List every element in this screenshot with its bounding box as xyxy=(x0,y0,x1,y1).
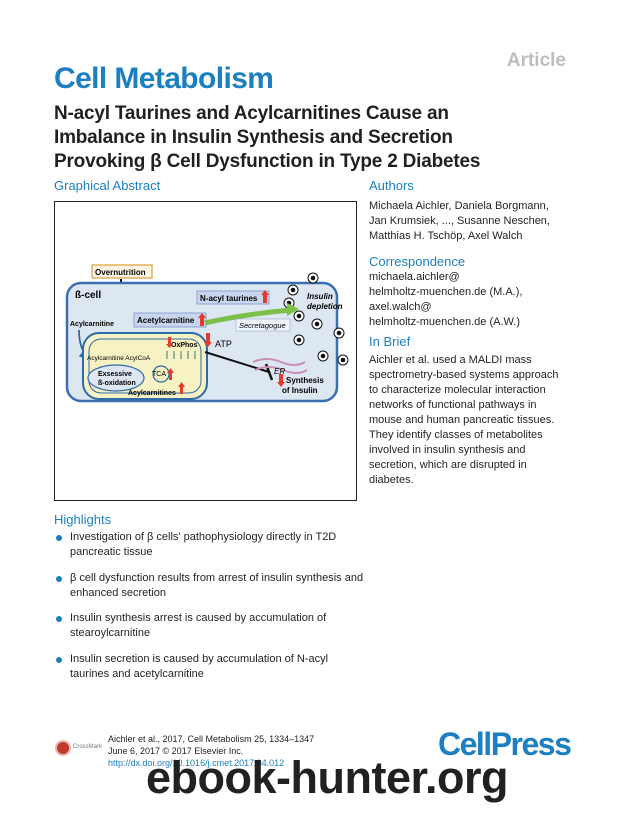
correspondence-line[interactable]: helmholtz-muenchen.de (A.W.) xyxy=(369,316,521,328)
exsessive-label-1: Exsessive xyxy=(98,371,132,378)
in-brief-heading: In Brief xyxy=(369,334,411,349)
down-arrow-icon xyxy=(277,374,285,387)
er-membrane xyxy=(252,358,306,366)
up-arrow-icon xyxy=(198,313,206,326)
correspondence-heading: Correspondence xyxy=(369,254,466,269)
synthesis-label-1: Synthesis xyxy=(286,376,324,385)
bullet-icon xyxy=(56,575,62,582)
in-brief-line: Aichler et al. used a MALDI mass xyxy=(369,354,532,366)
er-label: ER xyxy=(274,367,285,376)
authors-line: Matthias H. Tschöp, Axel Walch xyxy=(369,230,523,242)
correspondence-emails: michaela.aichler@ helmholtz-muenchen.de … xyxy=(369,270,522,330)
crossmark-label: CrossMark xyxy=(73,744,103,750)
beta-cell-label: ß-cell xyxy=(75,290,101,301)
up-arrow-icon xyxy=(261,290,269,303)
highlight-item: Investigation of β cells' pathophysiolog… xyxy=(54,530,364,560)
title-line: Provoking β Cell Dysfunction in Type 2 D… xyxy=(54,151,481,172)
authors-line: Jan Krumsiek, ..., Susanne Neschen, xyxy=(369,215,550,227)
down-arrow-icon xyxy=(166,337,173,348)
acetylcarnitine-label: Acetylcarnitine xyxy=(137,316,195,325)
exsessive-label-2: ß-oxidation xyxy=(98,380,136,387)
beta-oxidation-ellipse xyxy=(87,364,145,392)
authors-heading: Authors xyxy=(369,178,414,193)
up-arrow-icon xyxy=(178,382,185,394)
secretagogue-arrowhead xyxy=(287,303,299,316)
tca-label: TCA xyxy=(152,371,166,378)
highlight-item: Insulin secretion is caused by accumulat… xyxy=(54,652,364,682)
crossmark-badge[interactable]: CrossMark xyxy=(55,740,103,756)
er-membrane xyxy=(254,366,308,374)
acylcarnitines-label: Acylcarnitines xyxy=(128,390,176,397)
publisher-logo: CellPress xyxy=(438,726,572,762)
overnutrition-box xyxy=(91,264,153,279)
mitochondrion-inner xyxy=(88,338,202,394)
highlights-list: Investigation of β cells' pathophysiolog… xyxy=(54,530,364,692)
down-arrow-icon xyxy=(204,333,212,347)
authors-line: Michaela Aichler, Daniela Borgmann, xyxy=(369,200,549,212)
citation-line: Aichler et al., 2017, Cell Metabolism 25… xyxy=(108,734,315,744)
insulin-depletion-label-1: Insulin xyxy=(307,292,333,301)
bullet-icon xyxy=(56,656,62,663)
oxphos-complexes xyxy=(166,351,196,359)
correspondence-line[interactable]: michaela.aichler@ xyxy=(369,271,460,283)
crossmark-icon xyxy=(55,740,71,756)
in-brief-line: They identify classes of metabolites xyxy=(369,429,543,441)
up-arrow-icon xyxy=(167,368,174,380)
secretagogue-label: Secretagogue xyxy=(239,321,286,330)
correspondence-line[interactable]: axel.walch@ xyxy=(369,301,432,313)
n-acyl-taurines-label: N-acyl taurines xyxy=(200,294,258,303)
citation-block: Aichler et al., 2017, Cell Metabolism 25… xyxy=(108,733,314,769)
in-brief-line: spectrometry-based systems approach xyxy=(369,369,559,381)
bullet-icon xyxy=(56,616,62,622)
graphical-abstract-figure: Overnutrition ß-cell N-acyl taurines Ins… xyxy=(54,201,357,501)
acetylcarnitine-box xyxy=(133,312,207,328)
highlight-item: Insulin synthesis arrest is caused by ac… xyxy=(54,611,364,641)
highlights-heading: Highlights xyxy=(54,512,112,527)
secretagogue-arrow xyxy=(204,307,292,326)
in-brief-line: networks of functional pathways in xyxy=(369,399,537,411)
article-title: N-acyl Taurines and Acylcarnitines Cause… xyxy=(54,102,574,174)
insulin-depletion-label-2: depletion xyxy=(307,302,343,311)
title-line: Imbalance in Insulin Synthesis and Secre… xyxy=(54,127,453,148)
in-brief-line: mouse and human pancreatic tissues. xyxy=(369,414,555,426)
oxphos-label: OxPhos xyxy=(171,342,198,349)
insulin-granules xyxy=(283,272,349,366)
highlight-item: β cell dysfunction results from arrest o… xyxy=(54,571,364,601)
in-brief-line: secretion, which are disrupted in xyxy=(369,459,527,471)
journal-name: Cell Metabolism xyxy=(54,62,274,95)
atp-label: ATP xyxy=(215,339,232,349)
acylcarnitine-acylcoa-label: Acylcarnitine AcylCoA xyxy=(87,355,151,362)
title-line: N-acyl Taurines and Acylcarnitines Cause… xyxy=(54,103,449,124)
synthesis-label-2: of Insulin xyxy=(282,386,318,395)
in-brief-text: Aichler et al. used a MALDI mass spectro… xyxy=(369,353,559,488)
doi-link[interactable]: http://dx.doi.org/10.1016/j.cmet.2017.04… xyxy=(108,758,285,768)
watermark-text: ebook-hunter.org xyxy=(146,752,509,803)
authors-list: Michaela Aichler, Daniela Borgmann, Jan … xyxy=(369,199,550,244)
graphical-abstract-heading: Graphical Abstract xyxy=(54,178,161,193)
in-brief-line: involved in insulin synthesis and xyxy=(369,444,526,456)
overnutrition-label: Overnutrition xyxy=(95,268,146,277)
in-brief-line: diabetes. xyxy=(369,474,414,486)
article-type-label: Article xyxy=(506,50,566,71)
secretagogue-box xyxy=(235,318,291,332)
citation-date: June 6, 2017 © 2017 Elsevier Inc. xyxy=(108,746,244,756)
bullet-icon xyxy=(56,535,62,541)
correspondence-line[interactable]: helmholtz-muenchen.de (M.A.), xyxy=(369,286,523,298)
n-acyl-taurines-box xyxy=(196,290,270,305)
acylcarnitine-label: Acylcarnitine xyxy=(70,321,114,328)
in-brief-line: to characterize molecular interaction xyxy=(369,384,546,396)
